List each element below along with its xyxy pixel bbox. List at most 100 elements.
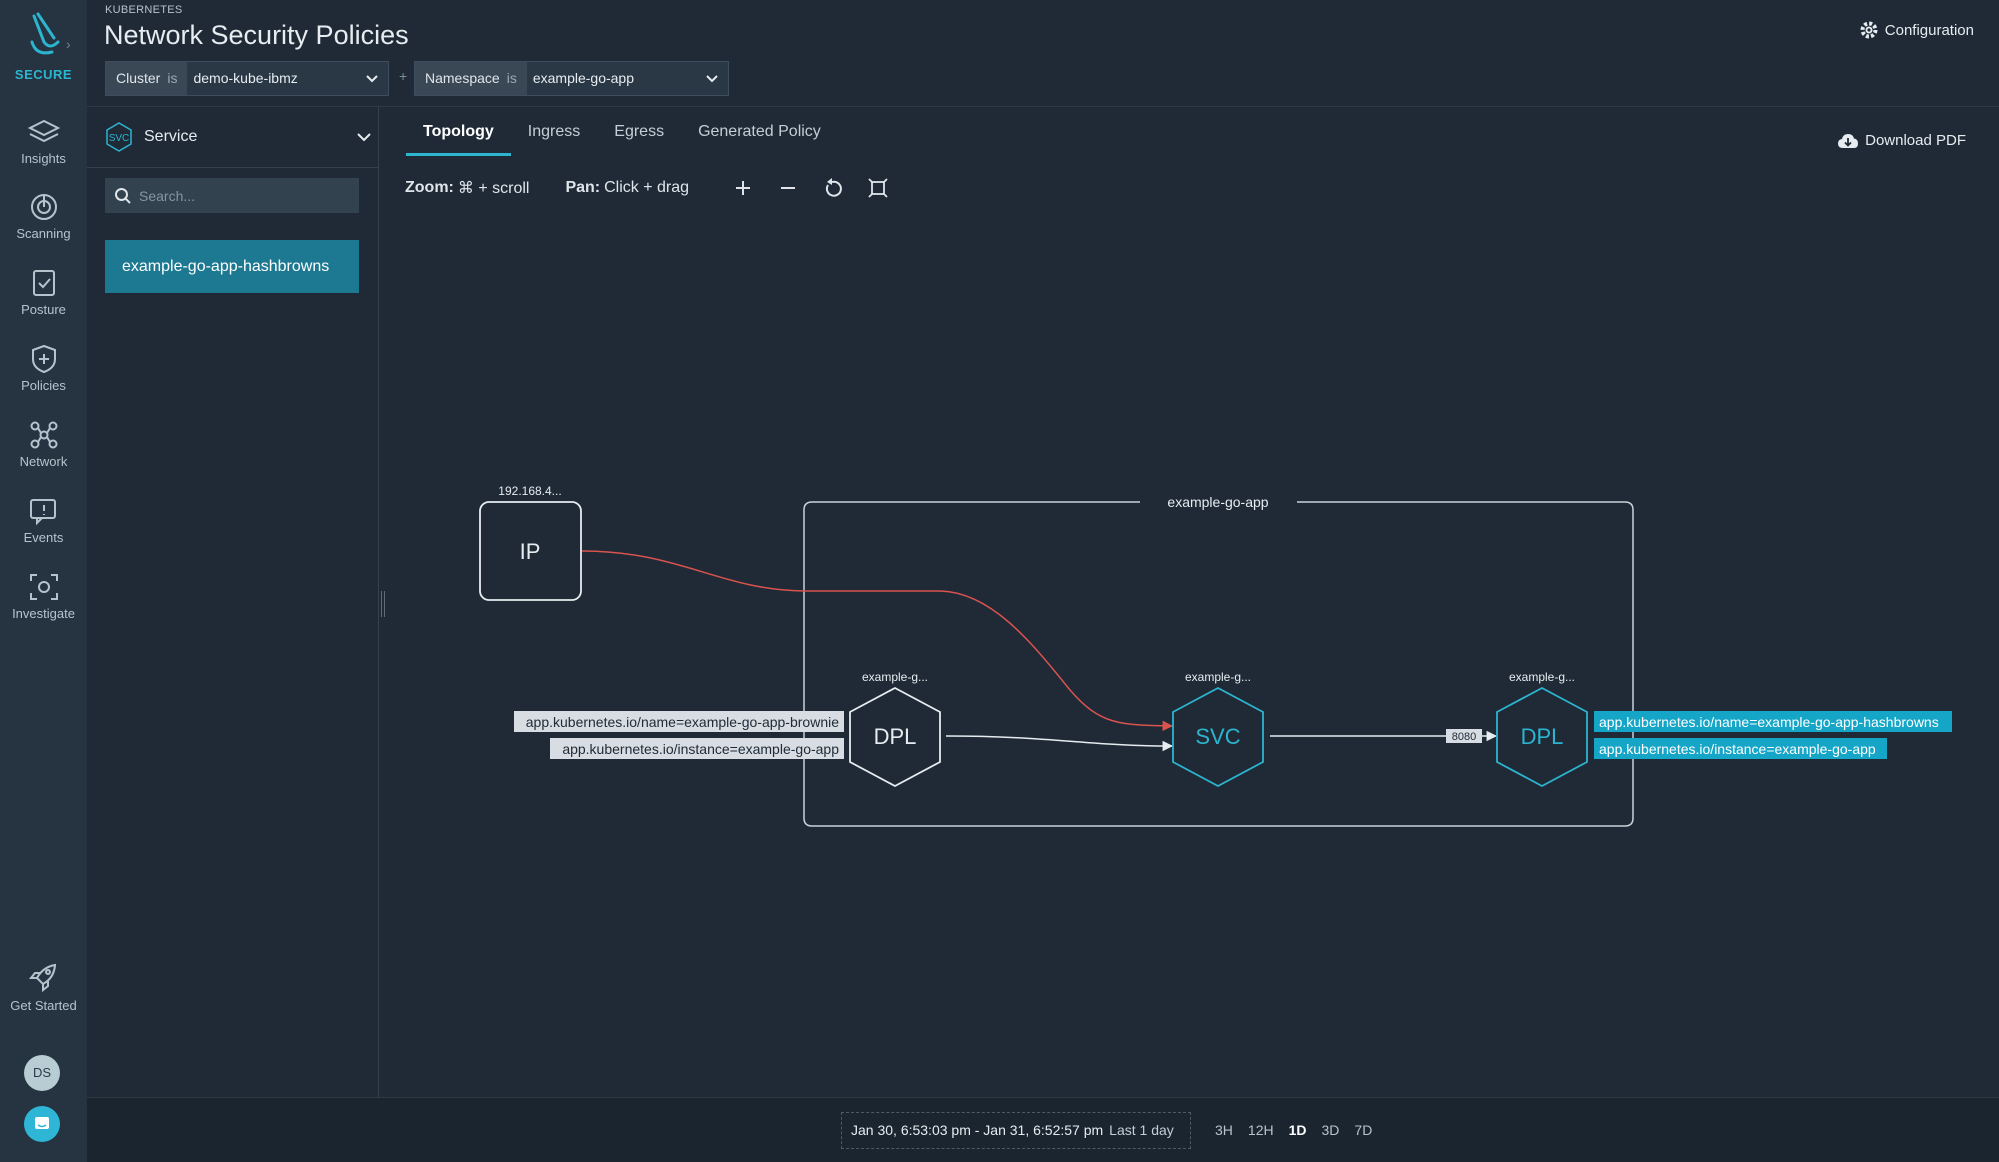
nav-label: Posture [21, 302, 66, 317]
shield-plus-icon [31, 344, 56, 374]
tab-egress[interactable]: Egress [614, 123, 665, 140]
deployment-text: DPL [1521, 724, 1564, 749]
tab-generated-policy[interactable]: Generated Policy [698, 123, 821, 140]
nav-label: Investigate [12, 606, 75, 621]
nav-item-investigate[interactable]: Investigate [0, 572, 87, 621]
entity-type-select[interactable]: SVC Service [104, 120, 374, 154]
panel-resize-handle[interactable] [381, 591, 385, 617]
panel-divider [87, 167, 379, 168]
rocket-icon [28, 963, 56, 993]
nav-item-posture[interactable]: Posture [0, 268, 87, 317]
service-node[interactable]: example-g... SVC [1172, 670, 1264, 788]
preset-7d[interactable]: 7D [1354, 1122, 1373, 1138]
pan-label: Pan: [565, 179, 601, 196]
cluster-value: demo-kube-ibmz [193, 70, 298, 86]
ip-node[interactable]: 192.168.4... IP [479, 484, 582, 601]
filter-key-label: Cluster [116, 70, 161, 86]
configuration-button[interactable]: Configuration [1859, 20, 1974, 40]
search-input[interactable] [139, 178, 354, 213]
label-tag: app.kubernetes.io/instance=example-go-ap… [1599, 741, 1876, 757]
chevron-right-icon[interactable]: › [66, 36, 71, 52]
zoom-label: Zoom: [405, 179, 454, 196]
download-pdf-button[interactable]: Download PDF [1837, 132, 1966, 149]
svc-badge-text: SVC [109, 133, 130, 144]
edge-ip-to-svc[interactable] [581, 550, 1174, 732]
zoom-in-icon[interactable] [731, 176, 755, 200]
chevron-down-icon [706, 75, 718, 83]
events-icon [29, 499, 56, 526]
brand-label: SECURE [14, 67, 73, 82]
namespace-select[interactable]: example-go-app [527, 62, 728, 95]
chat-button[interactable] [24, 1106, 60, 1142]
port-badge: 8080 [1446, 729, 1482, 743]
tab-ingress[interactable]: Ingress [527, 123, 581, 140]
nav-label: Scanning [16, 226, 71, 241]
footer-divider [87, 1097, 1999, 1098]
reset-icon[interactable] [821, 176, 845, 200]
nav-item-scanning[interactable]: Scanning [0, 192, 87, 241]
deployment-caption: example-g... [862, 670, 928, 684]
cluster-select[interactable]: demo-kube-ibmz [187, 62, 388, 95]
nav-item-insights[interactable]: Insights [0, 117, 87, 166]
nav-label: Network [19, 454, 68, 469]
filter-operator: is [506, 70, 517, 86]
edge-dpl-to-svc[interactable] [945, 735, 1174, 752]
user-avatar[interactable]: DS [24, 1055, 60, 1091]
cloud-download-icon [1838, 133, 1859, 148]
search-box[interactable] [105, 178, 359, 213]
chevron-down-icon [357, 133, 371, 142]
nav-item-events[interactable]: Events [0, 496, 87, 545]
nav-item-network[interactable]: Network [0, 420, 87, 469]
preset-3d[interactable]: 3D [1321, 1122, 1340, 1138]
source-label-tags: app.kubernetes.io/name=example-go-app-br… [514, 711, 844, 759]
download-pdf-label: Download PDF [1865, 132, 1966, 149]
ip-node-text: IP [520, 539, 541, 564]
label-tag: app.kubernetes.io/name=example-go-app-ha… [1599, 714, 1939, 730]
page-title: Network Security Policies [104, 20, 409, 50]
time-footer [87, 1098, 1999, 1162]
namespace-group: example-go-app [803, 490, 1634, 827]
zoom-out-icon[interactable] [776, 176, 800, 200]
namespace-filter[interactable]: Namespace is example-go-app [414, 61, 729, 96]
gauge-icon [30, 194, 57, 220]
time-presets: 3H 12H 1D 3D 7D [1215, 1122, 1387, 1138]
brand[interactable]: › SECURE [0, 12, 87, 82]
deployment-caption: example-g... [1509, 670, 1575, 684]
tab-bar: Topology Ingress Egress Generated Policy [406, 120, 838, 156]
tab-topology[interactable]: Topology [406, 120, 511, 156]
nav-label: Get Started [10, 998, 77, 1013]
list-item-selected[interactable]: example-go-app-hashbrowns [105, 240, 359, 293]
chat-icon [35, 1117, 49, 1129]
svc-badge-icon: SVC [106, 122, 132, 152]
nav-label: Insights [21, 151, 66, 166]
cluster-filter[interactable]: Cluster is demo-kube-ibmz [105, 61, 389, 96]
preset-1d[interactable]: 1D [1288, 1122, 1307, 1138]
filter-key-label: Namespace [425, 70, 500, 86]
deployment-node-source[interactable]: example-g... DPL [849, 670, 941, 788]
nav-item-get-started[interactable]: Get Started [0, 962, 87, 1013]
network-nodes-icon [30, 421, 57, 449]
label-tag: app.kubernetes.io/name=example-go-app-br… [526, 714, 839, 730]
preset-3h[interactable]: 3H [1215, 1122, 1233, 1138]
layers-icon [27, 119, 60, 143]
secure-logo-icon [30, 12, 59, 55]
deployment-text: DPL [874, 724, 917, 749]
namespace-label: example-go-app [1167, 494, 1268, 510]
entity-type-label: Service [144, 128, 198, 145]
nav-item-policies[interactable]: Policies [0, 344, 87, 393]
preset-12h[interactable]: 12H [1247, 1122, 1274, 1138]
header-divider [87, 106, 1999, 107]
service-caption: example-g... [1185, 670, 1251, 684]
clipboard-icon [32, 270, 55, 296]
breadcrumb: KUBERNETES [105, 4, 183, 16]
nav-label: Policies [21, 378, 66, 393]
filter-key: Namespace is [415, 62, 527, 95]
filter-operator: is [167, 70, 178, 86]
chevron-down-icon [366, 75, 378, 83]
deployment-node-target[interactable]: example-g... DPL [1496, 670, 1588, 788]
fit-to-screen-icon[interactable] [866, 176, 890, 200]
gear-icon [1860, 21, 1878, 39]
topology-toolbar: Zoom: ⌘ + scroll Pan: Click + drag [405, 178, 689, 198]
